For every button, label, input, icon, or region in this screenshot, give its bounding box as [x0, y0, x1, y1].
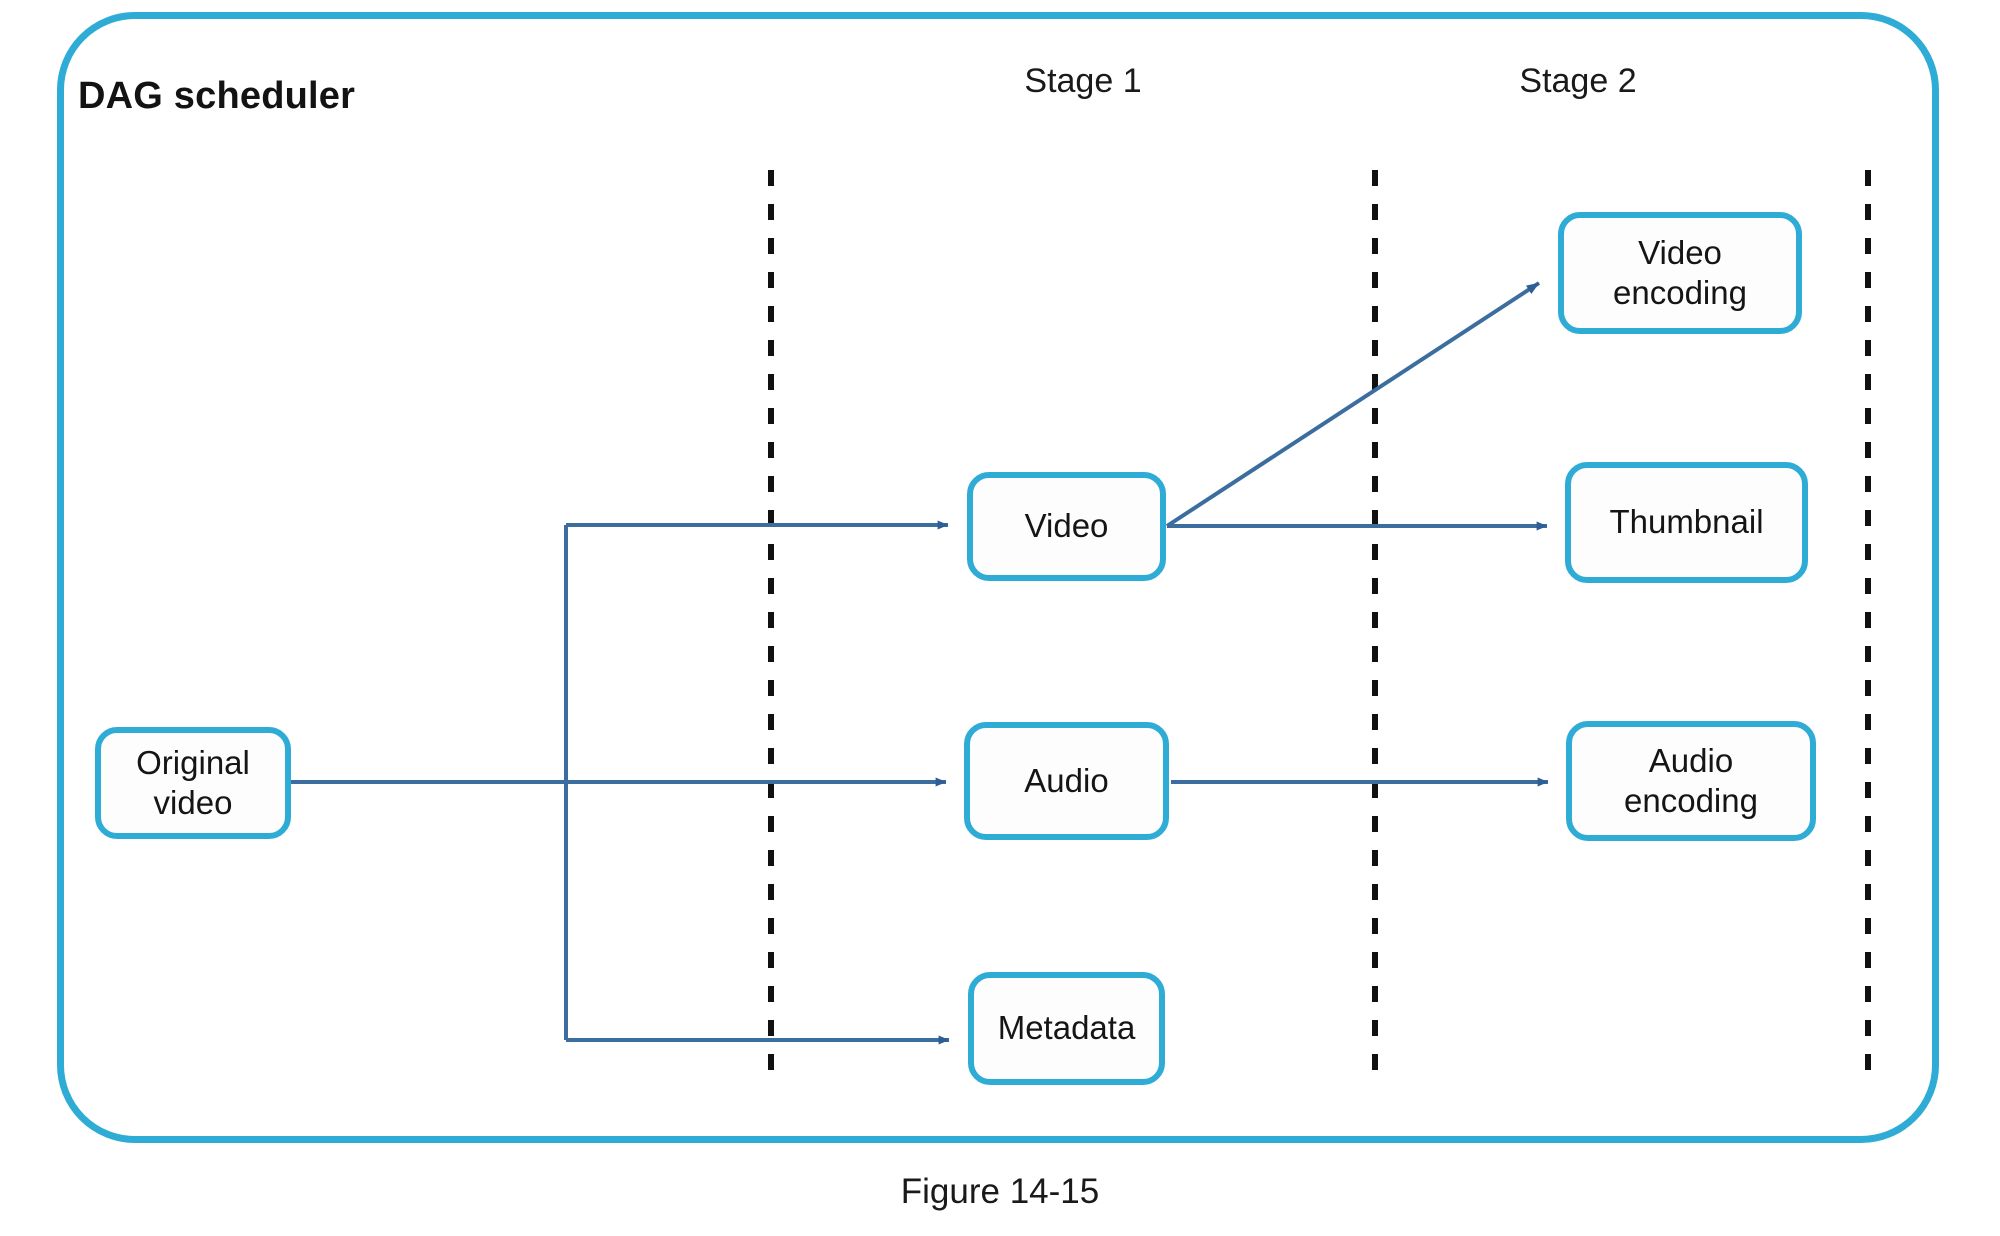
- node-audio-encoding-label: Audio encoding: [1624, 741, 1758, 819]
- node-thumbnail-label: Thumbnail: [1609, 503, 1764, 541]
- node-metadata[interactable]: Metadata: [968, 972, 1165, 1085]
- dag-scheduler-title: DAG scheduler: [78, 75, 356, 117]
- dag-scheduler-container: [57, 12, 1939, 1143]
- node-video[interactable]: Video: [967, 472, 1166, 581]
- node-audio-label: Audio: [1024, 761, 1109, 799]
- node-metadata-label: Metadata: [997, 1009, 1136, 1047]
- node-original-video-label: Original video: [136, 743, 250, 821]
- node-original-video[interactable]: Original video: [95, 727, 291, 839]
- node-thumbnail[interactable]: Thumbnail: [1565, 462, 1808, 583]
- stage-label-2: Stage 2: [1519, 62, 1637, 100]
- stage-label-1: Stage 1: [1024, 62, 1142, 100]
- figure-caption: Figure 14-15: [900, 1172, 1100, 1211]
- node-video-label: Video: [1024, 507, 1109, 545]
- node-video-encoding-label: Video encoding: [1613, 233, 1747, 311]
- node-audio[interactable]: Audio: [964, 722, 1169, 840]
- node-video-encoding[interactable]: Video encoding: [1558, 212, 1802, 334]
- node-audio-encoding[interactable]: Audio encoding: [1566, 721, 1816, 841]
